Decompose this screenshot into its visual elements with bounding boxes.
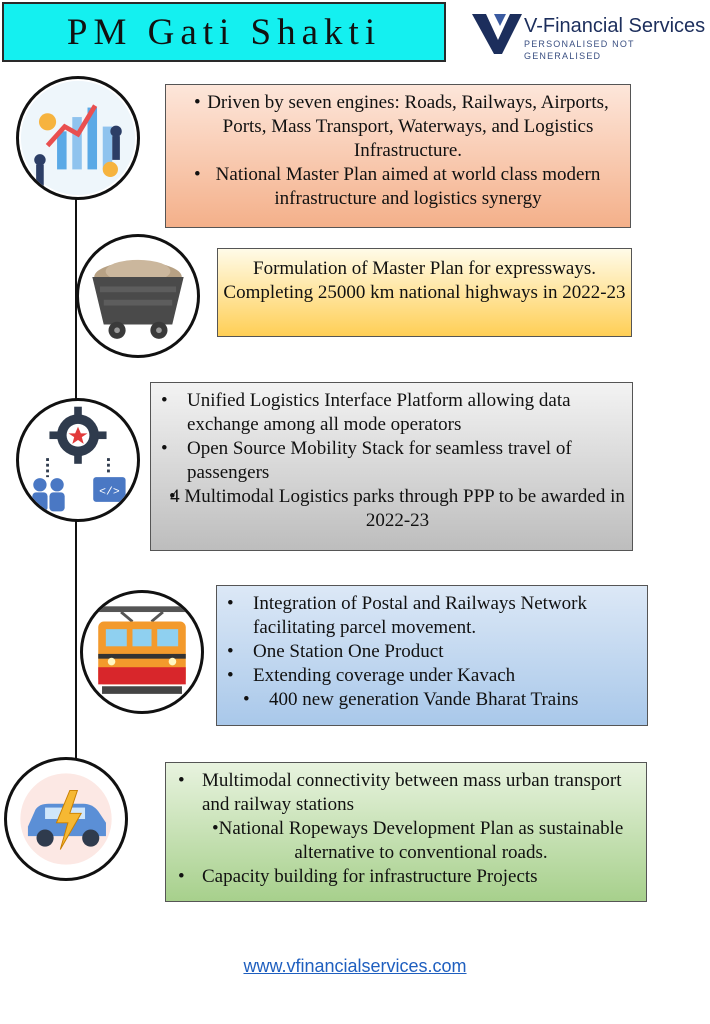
analytics-people-icon xyxy=(16,76,140,200)
list-item: Capacity building for infrastructure Pro… xyxy=(166,865,640,889)
brand-logo-icon xyxy=(472,14,522,54)
gear-code-team-icon: </> xyxy=(16,398,140,522)
list-item: Open Source Mobility Stack for seamless … xyxy=(151,437,626,485)
electric-car-icon xyxy=(4,757,128,881)
list-item: One Station One Product xyxy=(217,640,641,664)
logistics-box: Unified Logistics Interface Platform all… xyxy=(150,382,633,551)
svg-text:</>: </> xyxy=(99,486,120,498)
list-item: National Ropeways Development Plan as su… xyxy=(166,817,640,865)
list-item: National Master Plan aimed at world clas… xyxy=(166,163,622,211)
list-item: 400 new generation Vande Bharat Trains xyxy=(217,688,641,712)
train-icon xyxy=(80,590,204,714)
list-item: Unified Logistics Interface Platform all… xyxy=(151,389,626,437)
list-item: Driven by seven engines: Roads, Railways… xyxy=(166,91,622,163)
brand-text: V-Financial Services PERSONALISED NOT GE… xyxy=(524,14,710,62)
expressways-box: Formulation of Master Plan for expresswa… xyxy=(217,248,632,337)
page-title: PM Gati Shakti xyxy=(66,11,382,53)
engines-box: Driven by seven engines: Roads, Railways… xyxy=(165,84,631,228)
mobility-box: Multimodal connectivity between mass urb… xyxy=(165,762,647,902)
list-item: 4 Multimodal Logistics parks through PPP… xyxy=(151,485,626,533)
website-link[interactable]: www.vfinancialservices.com xyxy=(243,956,467,976)
expressways-text: Formulation of Master Plan for expresswa… xyxy=(223,258,626,303)
railways-box: Integration of Postal and Railways Netwo… xyxy=(216,585,648,726)
list-item: Multimodal connectivity between mass urb… xyxy=(166,769,640,817)
brand-name: V-Financial Services xyxy=(524,15,706,37)
brand-tagline: PERSONALISED NOT GENERALISED xyxy=(524,39,635,61)
mining-cart-icon xyxy=(76,234,200,358)
title-banner: PM Gati Shakti xyxy=(2,2,446,62)
list-item: Integration of Postal and Railways Netwo… xyxy=(217,592,641,640)
list-item: Extending coverage under Kavach xyxy=(217,664,641,688)
